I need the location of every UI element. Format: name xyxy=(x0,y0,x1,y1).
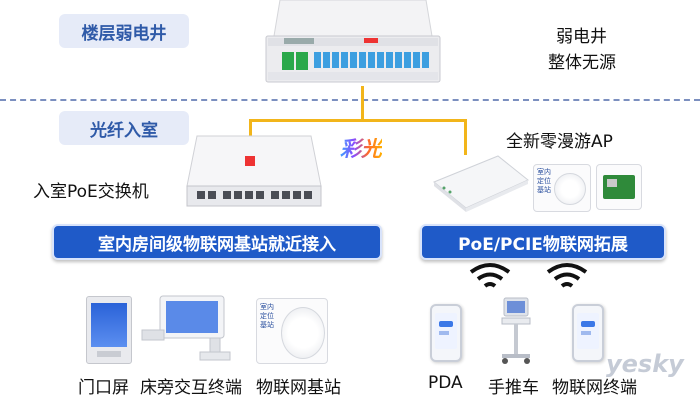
iot-terminal-label: 物联网终端 xyxy=(552,378,637,398)
cart-label: 手推车 xyxy=(488,378,539,398)
bedside-terminal-device xyxy=(140,292,244,362)
poe-switch-label: 入室PoE交换机 xyxy=(33,182,149,202)
poe-switch-device xyxy=(183,134,323,210)
bedside-terminal-label: 床旁交互终端 xyxy=(140,378,242,398)
new-ap-label: 全新零漫游AP xyxy=(506,132,613,152)
positioning-ap-tag: 室内 定位 基站 xyxy=(537,168,551,194)
weak-shaft-line2: 整体无源 xyxy=(548,53,616,73)
weak-shaft-line1: 弱电井 xyxy=(556,27,607,47)
section-fiber-label: 光纤入室 xyxy=(59,111,189,145)
odf-patch-panel xyxy=(262,0,444,86)
pda-device xyxy=(430,304,462,362)
wifi-signal-icon-1 xyxy=(467,262,513,294)
caiguang-logo: 彩光 xyxy=(340,133,382,163)
fiber-wire-right-drop xyxy=(464,119,467,155)
pda-label: PDA xyxy=(428,373,463,393)
wifi-signal-icon-2 xyxy=(544,262,590,294)
door-screen-device xyxy=(86,296,132,364)
fiber-wire-vertical xyxy=(361,86,364,120)
fiber-wire-horizontal xyxy=(249,119,467,122)
section-floor-label: 楼层弱电井 xyxy=(59,14,189,48)
positioning-ap-device: 室内 定位 基站 xyxy=(533,164,591,212)
bar-right-poe-pcie: PoE/PCIE物联网拓展 xyxy=(420,224,666,260)
door-screen-label: 门口屏 xyxy=(78,378,129,398)
pcie-module-device xyxy=(596,164,642,210)
section-divider xyxy=(0,99,700,101)
cart-device xyxy=(496,296,536,364)
iot-station-tag: 室内 定位 基站 xyxy=(260,303,274,329)
bar-left-indoor-access: 室内房间级物联网基站就近接入 xyxy=(52,224,382,260)
fiber-wire-left-drop xyxy=(249,119,252,141)
iot-station-device: 室内 定位 基站 xyxy=(256,298,328,364)
iot-station-label: 物联网基站 xyxy=(256,378,341,398)
wifi-ap-device xyxy=(428,152,532,212)
watermark-logo: yesky xyxy=(606,350,684,378)
iot-terminal-device xyxy=(572,304,604,362)
